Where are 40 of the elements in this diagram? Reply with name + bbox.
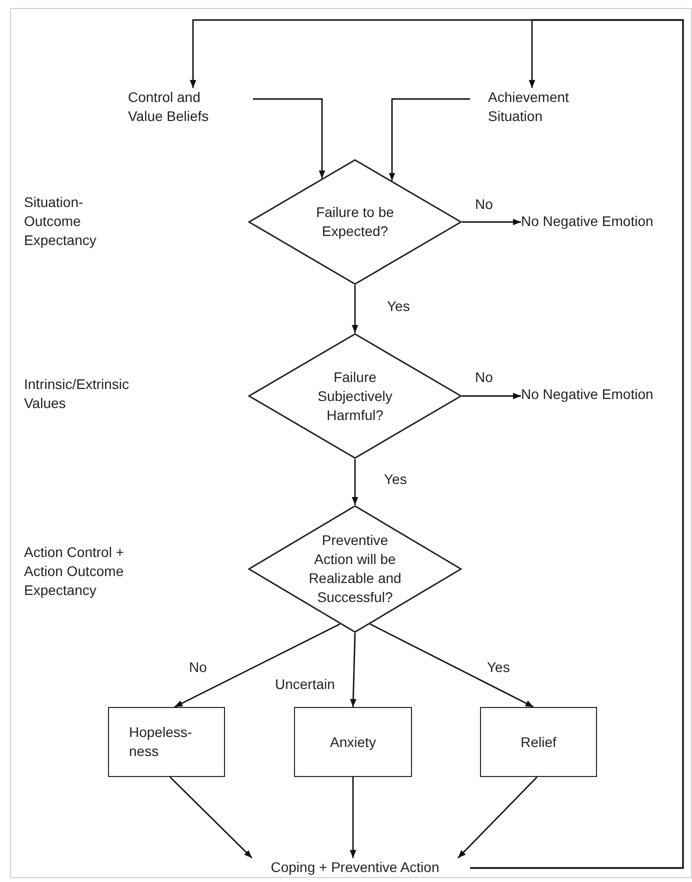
edge-label: Yes xyxy=(486,659,511,675)
arrow xyxy=(458,776,538,858)
arrow xyxy=(462,392,521,400)
arrow xyxy=(170,776,252,858)
arrow xyxy=(350,777,356,858)
arrow xyxy=(352,459,358,505)
arrow xyxy=(253,98,326,178)
node-label: Coping + Preventive Action xyxy=(270,858,440,877)
process-box xyxy=(294,707,412,777)
arrow xyxy=(370,623,534,708)
node-label: Failure Subjectively Harmful? xyxy=(316,368,394,424)
level-label: Intrinsic/Extrinsic Values xyxy=(24,375,130,413)
level-label: Action Control + Action Outcome Expectancy xyxy=(24,543,125,600)
arrow xyxy=(388,98,470,181)
arrow xyxy=(174,623,340,708)
node-label: Anxiety xyxy=(329,732,377,752)
process-box xyxy=(108,707,225,777)
decision-diamond xyxy=(248,159,462,285)
decision-diamond xyxy=(248,505,462,633)
arrow xyxy=(462,218,521,226)
node-label: No Negative Emotion xyxy=(521,385,654,404)
edge-label: Uncertain xyxy=(274,676,336,692)
arrow xyxy=(350,632,356,708)
process-box xyxy=(480,707,597,777)
edge-label: No xyxy=(474,196,494,212)
edge-label: Yes xyxy=(386,298,411,314)
node-label: Relief xyxy=(520,732,558,752)
level-label: Situation- Outcome Expectancy xyxy=(24,193,98,250)
node-label: Control and Value Beliefs xyxy=(128,88,210,126)
decision-diamond xyxy=(248,333,462,459)
edge-label: No xyxy=(474,369,494,385)
node-label: Achievement Situation xyxy=(488,88,570,126)
node-label: Hopeless- ness xyxy=(129,723,194,761)
edge-label: No xyxy=(188,659,208,675)
arrow xyxy=(470,19,684,869)
node-label: Preventive Action will be Realizable and Successful? xyxy=(308,531,402,607)
edge-label: Yes xyxy=(383,471,408,487)
arrow xyxy=(352,285,358,333)
node-label: No Negative Emotion xyxy=(521,212,654,231)
node-label: Failure to be Expected? xyxy=(315,203,395,241)
